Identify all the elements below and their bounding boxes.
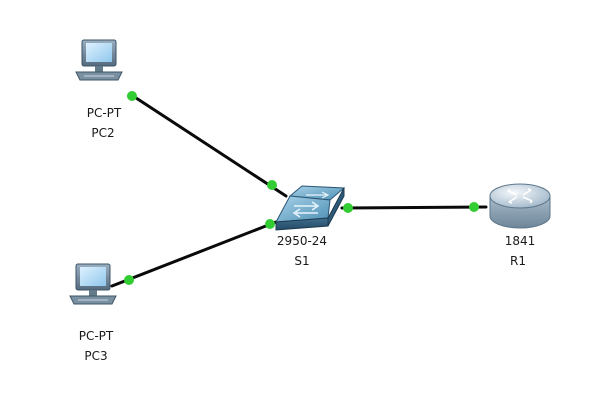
port-status-indicator[interactable] [469,202,479,212]
device-r1[interactable]: 1841 R1 [489,183,551,268]
device-pc3[interactable]: PC-PT PC3 [69,263,117,363]
ports-layer [124,91,479,285]
device-type-label: 2950-24 [277,234,327,248]
port-status-indicator[interactable] [343,203,353,213]
pc-icon [75,39,123,81]
link-s1-r1[interactable] [340,205,488,210]
switch-icon [275,185,346,231]
router-icon [489,183,551,229]
device-type-label: PC-PT [87,106,122,120]
pc-icon [69,263,117,305]
port-status-indicator[interactable] [124,275,134,285]
device-type-label: 1841 [505,234,536,248]
port-status-indicator[interactable] [127,91,137,101]
port-status-indicator[interactable] [265,219,275,229]
device-name-label: PC2 [91,126,114,140]
port-status-indicator[interactable] [267,180,277,190]
device-type-label: PC-PT [79,329,114,343]
device-name-label: S1 [294,254,309,268]
link-pc3-s1[interactable] [110,220,278,288]
device-pc2[interactable]: PC-PT PC2 [75,39,123,140]
links-layer [110,92,488,288]
device-name-label: R1 [510,254,526,268]
link-pc2-s1[interactable] [128,92,288,198]
device-name-label: PC3 [84,349,107,363]
device-s1[interactable]: 2950-24 S1 [275,185,346,268]
